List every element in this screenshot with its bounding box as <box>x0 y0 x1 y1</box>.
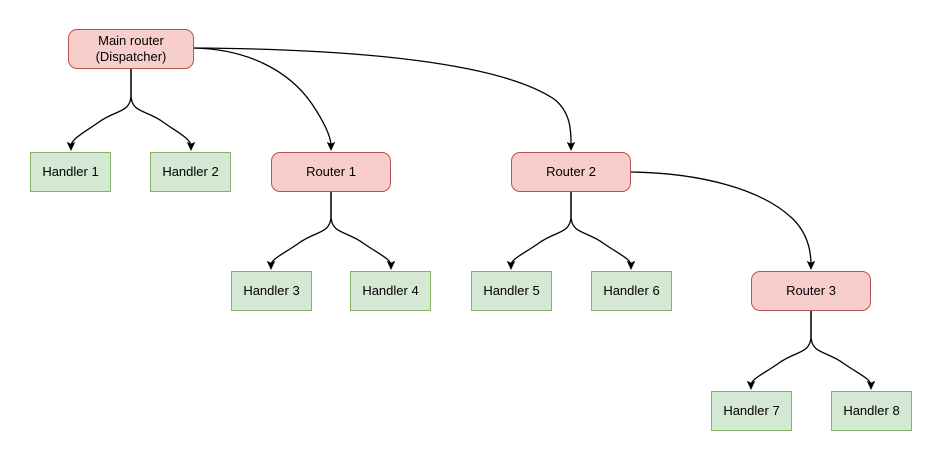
edge-r3-h7 <box>746 310 812 390</box>
node-handler-6[interactable]: Handler 6 <box>591 271 672 311</box>
edge-r2-h6 <box>570 191 636 270</box>
node-label-router-3: Router 3 <box>786 283 836 298</box>
node-label-handler-2: Handler 2 <box>162 164 219 179</box>
node-label-router-1: Router 1 <box>306 164 356 179</box>
node-label-main-router: Main router (Dispatcher) <box>95 33 167 64</box>
node-label-handler-3: Handler 3 <box>243 283 300 298</box>
node-handler-8[interactable]: Handler 8 <box>831 391 912 431</box>
node-router-2[interactable]: Router 2 <box>511 152 631 192</box>
node-handler-3[interactable]: Handler 3 <box>231 271 312 311</box>
node-label-router-2: Router 2 <box>546 164 596 179</box>
edge-main-h2 <box>130 68 196 151</box>
node-label-handler-8: Handler 8 <box>843 403 900 418</box>
node-handler-1[interactable]: Handler 1 <box>30 152 111 192</box>
node-router-3[interactable]: Router 3 <box>751 271 871 311</box>
node-handler-4[interactable]: Handler 4 <box>350 271 431 311</box>
edge-r2-h5 <box>506 191 572 270</box>
node-label-handler-4: Handler 4 <box>362 283 419 298</box>
edge-r2-r3 <box>630 171 816 270</box>
edge-r1-h4 <box>330 191 396 270</box>
node-label-handler-6: Handler 6 <box>603 283 660 298</box>
edge-r1-h3 <box>266 191 332 270</box>
node-label-handler-7: Handler 7 <box>723 403 780 418</box>
edge-r3-h8 <box>810 310 876 390</box>
node-handler-7[interactable]: Handler 7 <box>711 391 792 431</box>
edge-main-r1 <box>193 47 336 151</box>
node-router-1[interactable]: Router 1 <box>271 152 391 192</box>
edge-main-r2 <box>193 47 576 151</box>
edge-main-h1 <box>66 68 132 151</box>
node-label-handler-1: Handler 1 <box>42 164 99 179</box>
node-handler-5[interactable]: Handler 5 <box>471 271 552 311</box>
edge-group <box>66 47 876 390</box>
node-main-router[interactable]: Main router (Dispatcher) <box>68 29 194 69</box>
node-handler-2[interactable]: Handler 2 <box>150 152 231 192</box>
node-label-handler-5: Handler 5 <box>483 283 540 298</box>
